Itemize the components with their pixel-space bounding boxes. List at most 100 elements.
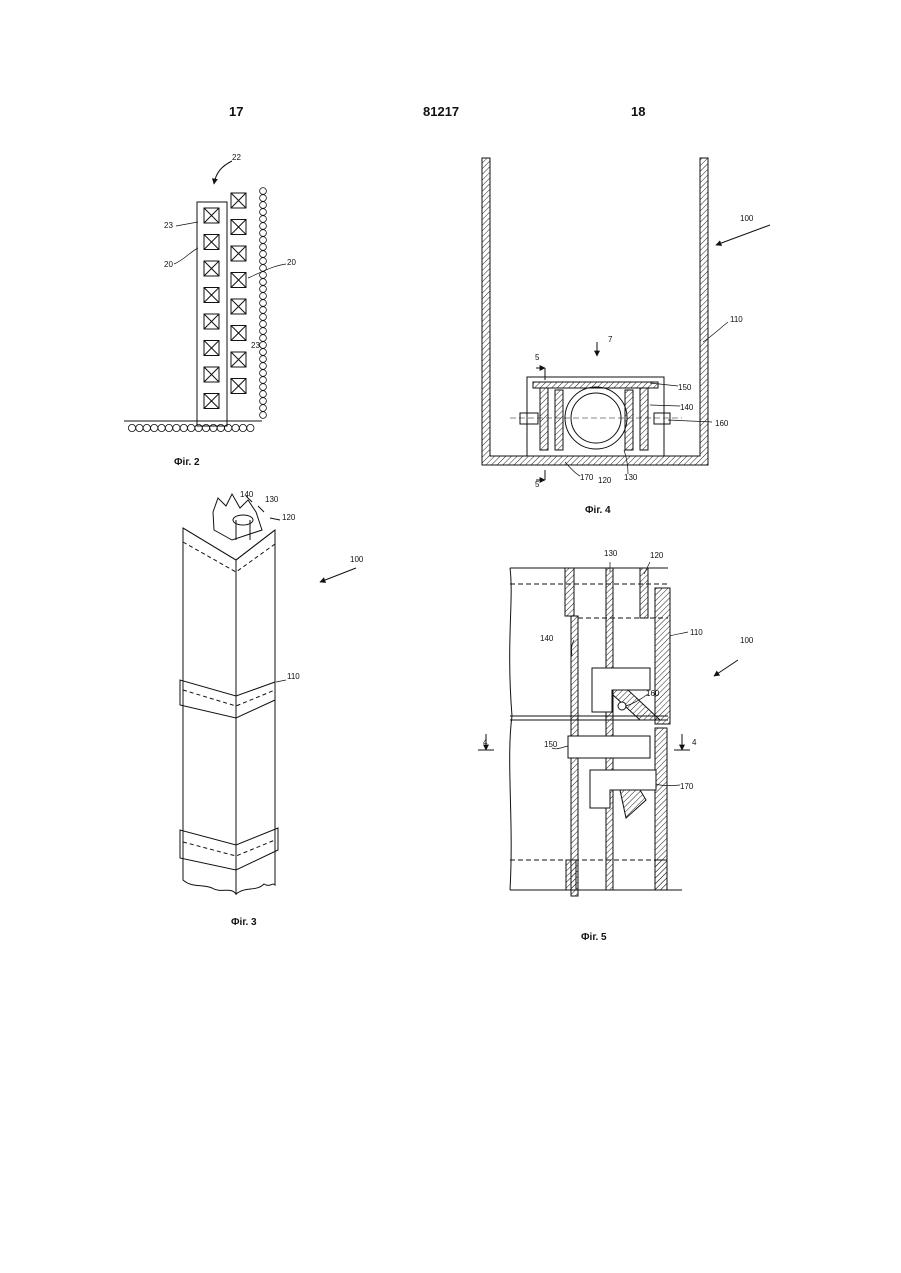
fig2-crossed-box-left bbox=[204, 314, 219, 329]
fig2-chain-link bbox=[180, 424, 187, 431]
fig3-label-120: 120 bbox=[282, 513, 296, 522]
fig4-plate-left bbox=[540, 388, 548, 450]
fig2-chain-link bbox=[260, 195, 267, 202]
fig2-crossed-box-right bbox=[231, 352, 246, 367]
fig2-crossed-box-left bbox=[204, 341, 219, 356]
fig2-chain-link bbox=[260, 223, 267, 230]
fig2-label-22: 22 bbox=[232, 153, 241, 162]
fig4-channel-110 bbox=[482, 158, 708, 465]
fig2-crossed-box-left bbox=[204, 367, 219, 382]
fig4-label-150: 150 bbox=[678, 383, 692, 392]
fig2-crossed-box-right bbox=[231, 379, 246, 394]
fig2-chain-link bbox=[143, 424, 150, 431]
fig2-crossed-box-right bbox=[231, 246, 246, 261]
fig2-chain-link bbox=[260, 384, 267, 391]
figure-4 bbox=[482, 158, 770, 480]
fig2-chain-link bbox=[260, 286, 267, 293]
fig2-chain-link bbox=[217, 424, 224, 431]
fig4-label-110: 110 bbox=[730, 315, 743, 324]
fig4-label-120: 120 bbox=[598, 476, 612, 485]
fig3-label-130: 130 bbox=[265, 495, 279, 504]
fig5-label-140: 140 bbox=[540, 634, 554, 643]
fig4-label-5-top: 5 bbox=[535, 353, 540, 362]
fig2-chain-link bbox=[260, 356, 267, 363]
fig2-chain-link bbox=[173, 424, 180, 431]
fig3-middle-sleeve bbox=[180, 680, 275, 718]
fig2-chain-link bbox=[260, 377, 267, 384]
fig2-label-23-inner: 23 bbox=[251, 341, 260, 350]
fig5-label-4-left: 4 bbox=[483, 738, 488, 747]
fig2-chain-link bbox=[260, 300, 267, 307]
fig5-channel-110 bbox=[655, 588, 670, 724]
fig2-chain-link bbox=[260, 321, 267, 328]
fig2-chain-link bbox=[195, 424, 202, 431]
fig2-label-23: 23 bbox=[164, 221, 173, 230]
fig2-chain-link bbox=[260, 342, 267, 349]
fig2-chain-link bbox=[260, 405, 267, 412]
fig3-post-left-face bbox=[183, 528, 236, 894]
fig2-chain-link bbox=[260, 412, 267, 419]
fig2-crossed-box-right bbox=[231, 193, 246, 208]
fig2-arrow bbox=[214, 161, 232, 184]
fig2-chain-link bbox=[260, 188, 267, 195]
fig2-chain-link bbox=[260, 202, 267, 209]
fig2-crossed-box-left bbox=[204, 208, 219, 223]
fig3-label-110: 110 bbox=[287, 672, 300, 681]
fig2-caption: Фіг. 2 bbox=[174, 457, 200, 468]
fig2-chain-link bbox=[260, 293, 267, 300]
fig2-chain-link bbox=[136, 424, 143, 431]
fig2-chain-link bbox=[260, 314, 267, 321]
fig2-chain-link bbox=[260, 216, 267, 223]
fig2-chain-link bbox=[260, 230, 267, 237]
fig2-chain-link bbox=[260, 279, 267, 286]
fig4-plate-right bbox=[640, 388, 648, 450]
fig2-chain-link bbox=[260, 251, 267, 258]
fig2-chain-link bbox=[158, 424, 165, 431]
fig4-label-140: 140 bbox=[680, 403, 694, 412]
fig3-caption: Фіг. 3 bbox=[231, 917, 257, 928]
fig2-crossed-box-right bbox=[231, 273, 246, 288]
fig3-label-100: 100 bbox=[350, 555, 364, 564]
fig2-chain-link bbox=[128, 424, 135, 431]
fig2-chain-link bbox=[260, 349, 267, 356]
figure-5 bbox=[478, 562, 738, 896]
fig4-label-5-bottom: 5 bbox=[535, 480, 540, 489]
fig2-crossed-box-left bbox=[204, 394, 219, 409]
fig4-label-100: 100 bbox=[740, 214, 754, 223]
fig2-chain-link bbox=[225, 424, 232, 431]
fig5-label-4-right: 4 bbox=[692, 738, 697, 747]
fig5-break-left bbox=[510, 568, 512, 890]
fig2-label-20-right: 20 bbox=[287, 258, 296, 267]
fig2-chain-link bbox=[210, 424, 217, 431]
fig2-chain-link bbox=[260, 363, 267, 370]
fig2-chain-link bbox=[165, 424, 172, 431]
fig5-label-120: 120 bbox=[650, 551, 664, 560]
fig5-bracket-150 bbox=[568, 736, 650, 758]
fig4-caption: Фіг. 4 bbox=[585, 505, 611, 516]
fig2-crossed-box-right bbox=[231, 220, 246, 235]
fig4-bolt-160 bbox=[654, 413, 670, 424]
fig4-label-7: 7 bbox=[608, 335, 613, 344]
fig2-chain-link bbox=[260, 328, 267, 335]
fig2-chain-link bbox=[260, 307, 267, 314]
fig5-caption: Фіг. 5 bbox=[581, 932, 607, 943]
fig4-label-130: 130 bbox=[624, 473, 638, 482]
fig2-right-column bbox=[231, 193, 246, 394]
fig4-label-170: 170 bbox=[580, 473, 594, 482]
fig2-crossed-box-right bbox=[231, 299, 246, 314]
fig5-label-160: 160 bbox=[646, 689, 660, 698]
fig2-left-column bbox=[197, 202, 227, 426]
fig2-chain-link bbox=[202, 424, 209, 431]
fig3-lower-sleeve bbox=[180, 828, 278, 870]
fig2-chain-link bbox=[239, 424, 246, 431]
fig5-label-100: 100 bbox=[740, 636, 754, 645]
fig2-chain-link bbox=[260, 335, 267, 342]
fig5-label-130: 130 bbox=[604, 549, 618, 558]
fig3-label-140: 140 bbox=[240, 490, 254, 499]
fig2-crossed-box-left bbox=[204, 261, 219, 276]
fig3-top-insert bbox=[213, 494, 262, 540]
fig5-label-150: 150 bbox=[544, 740, 558, 749]
fig5-label-170: 170 bbox=[680, 782, 694, 791]
